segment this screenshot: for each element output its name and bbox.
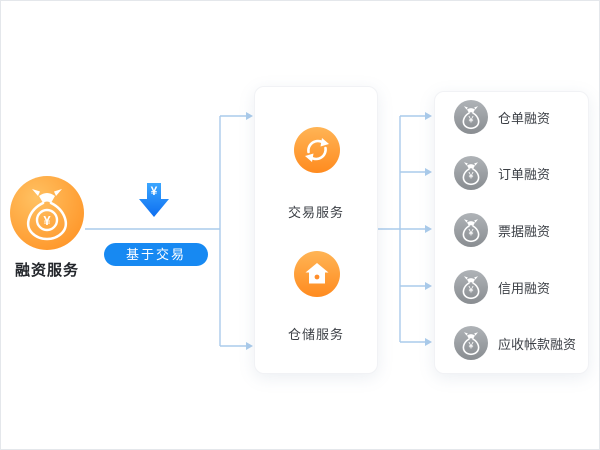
list-item: ¥ 应收帐款融资 [454, 326, 576, 360]
yen-symbol: ¥ [43, 213, 51, 228]
svg-text:¥: ¥ [467, 285, 474, 295]
warehouse-icon [294, 251, 340, 297]
money-bag-icon: ¥ [454, 270, 488, 304]
yen-down-arrow-icon: ¥ [137, 181, 171, 219]
svg-text:¥: ¥ [467, 171, 474, 181]
storage-service-label: 仓储服务 [287, 327, 344, 342]
money-bag-icon: ¥ [454, 100, 488, 134]
source-label: 融资服务 [14, 262, 79, 279]
trade-service-label: 交易服务 [287, 205, 344, 220]
financing-types-card: ¥ 仓单融资 ¥ 订单融资 [434, 91, 589, 374]
list-item: ¥ 票据融资 [454, 213, 550, 247]
service-card: 交易服务 仓储服务 [254, 86, 378, 374]
financing-type-label: 应收帐款融资 [498, 336, 577, 352]
list-item: ¥ 信用融资 [454, 270, 550, 304]
financing-type-label: 信用融资 [498, 280, 551, 296]
money-bag-icon: ¥ [9, 175, 85, 251]
svg-text:¥: ¥ [467, 115, 474, 125]
list-item: ¥ 仓单融资 [454, 100, 550, 134]
exchange-icon [294, 127, 340, 173]
money-bag-icon: ¥ [454, 326, 488, 360]
financing-type-label: 票据融资 [498, 223, 551, 239]
based-on-transaction-badge: 基于交易 [104, 243, 208, 266]
financing-type-label: 仓单融资 [498, 110, 551, 126]
yen-symbol: ¥ [151, 184, 158, 198]
svg-text:¥: ¥ [467, 341, 474, 351]
money-bag-icon: ¥ [454, 213, 488, 247]
list-item: ¥ 订单融资 [454, 156, 550, 190]
financing-type-label: 订单融资 [498, 166, 551, 182]
money-bag-icon: ¥ [454, 156, 488, 190]
svg-text:¥: ¥ [467, 228, 474, 238]
